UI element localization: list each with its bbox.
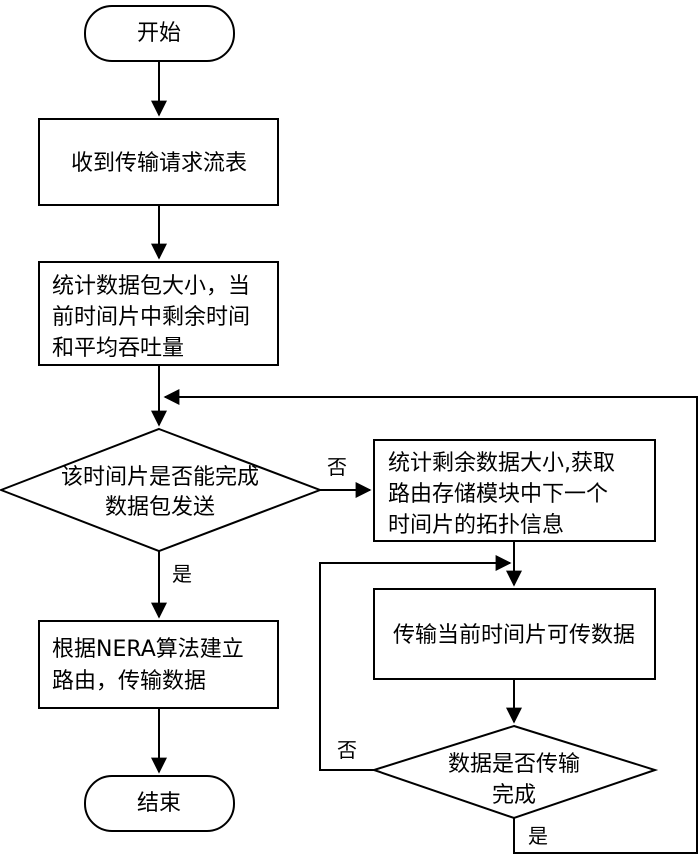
stats-line-2: 前时间片中剩余时间 [52,305,250,330]
receive-label: 收到传输请求流表 [71,151,247,176]
remaining-line-2: 路由存储模块中下一个 [388,482,608,507]
edge-label-no-2: 否 [337,738,357,762]
transmit-node: 传输当前时间片可传数据 [373,588,656,680]
edge-label-yes-2: 是 [528,824,548,848]
route-line-1: 根据NERA算法建立 [52,637,244,662]
done-line-2: 完成 [492,783,536,808]
end-label: 结束 [137,791,181,816]
stats-line-1: 统计数据包大小，当 [52,274,250,299]
edge-done-loop-yes [163,389,698,854]
decision-line-1: 该时间片是否能完成 [61,465,259,490]
decision-line-2: 数据包发送 [105,495,215,520]
edge-label-yes-1: 是 [172,562,192,586]
start-node: 开始 [84,5,235,62]
transmit-label: 传输当前时间片可传数据 [393,623,635,648]
done-node: 数据是否传输 完成 [370,724,659,820]
remaining-line-3: 时间片的拓扑信息 [388,513,564,538]
route-node: 根据NERA算法建立 路由，传输数据 [38,620,279,709]
edge-label-no-1: 否 [327,455,347,479]
start-label: 开始 [137,21,181,46]
done-line-1: 数据是否传输 [448,752,580,777]
decision-node: 该时间片是否能完成 数据包发送 [0,427,323,553]
stats-line-3: 和平均吞吐量 [52,336,184,361]
receive-node: 收到传输请求流表 [38,118,279,206]
edge-done-loop-no [319,555,512,771]
remaining-line-1: 统计剩余数据大小,获取 [388,451,615,476]
route-line-2: 路由，传输数据 [52,669,206,694]
stats-node: 统计数据包大小，当 前时间片中剩余时间 和平均吞吐量 [38,261,279,366]
end-node: 结束 [84,775,235,832]
connectors [151,61,698,854]
remaining-node: 统计剩余数据大小,获取 路由存储模块中下一个 时间片的拓扑信息 [373,439,656,542]
